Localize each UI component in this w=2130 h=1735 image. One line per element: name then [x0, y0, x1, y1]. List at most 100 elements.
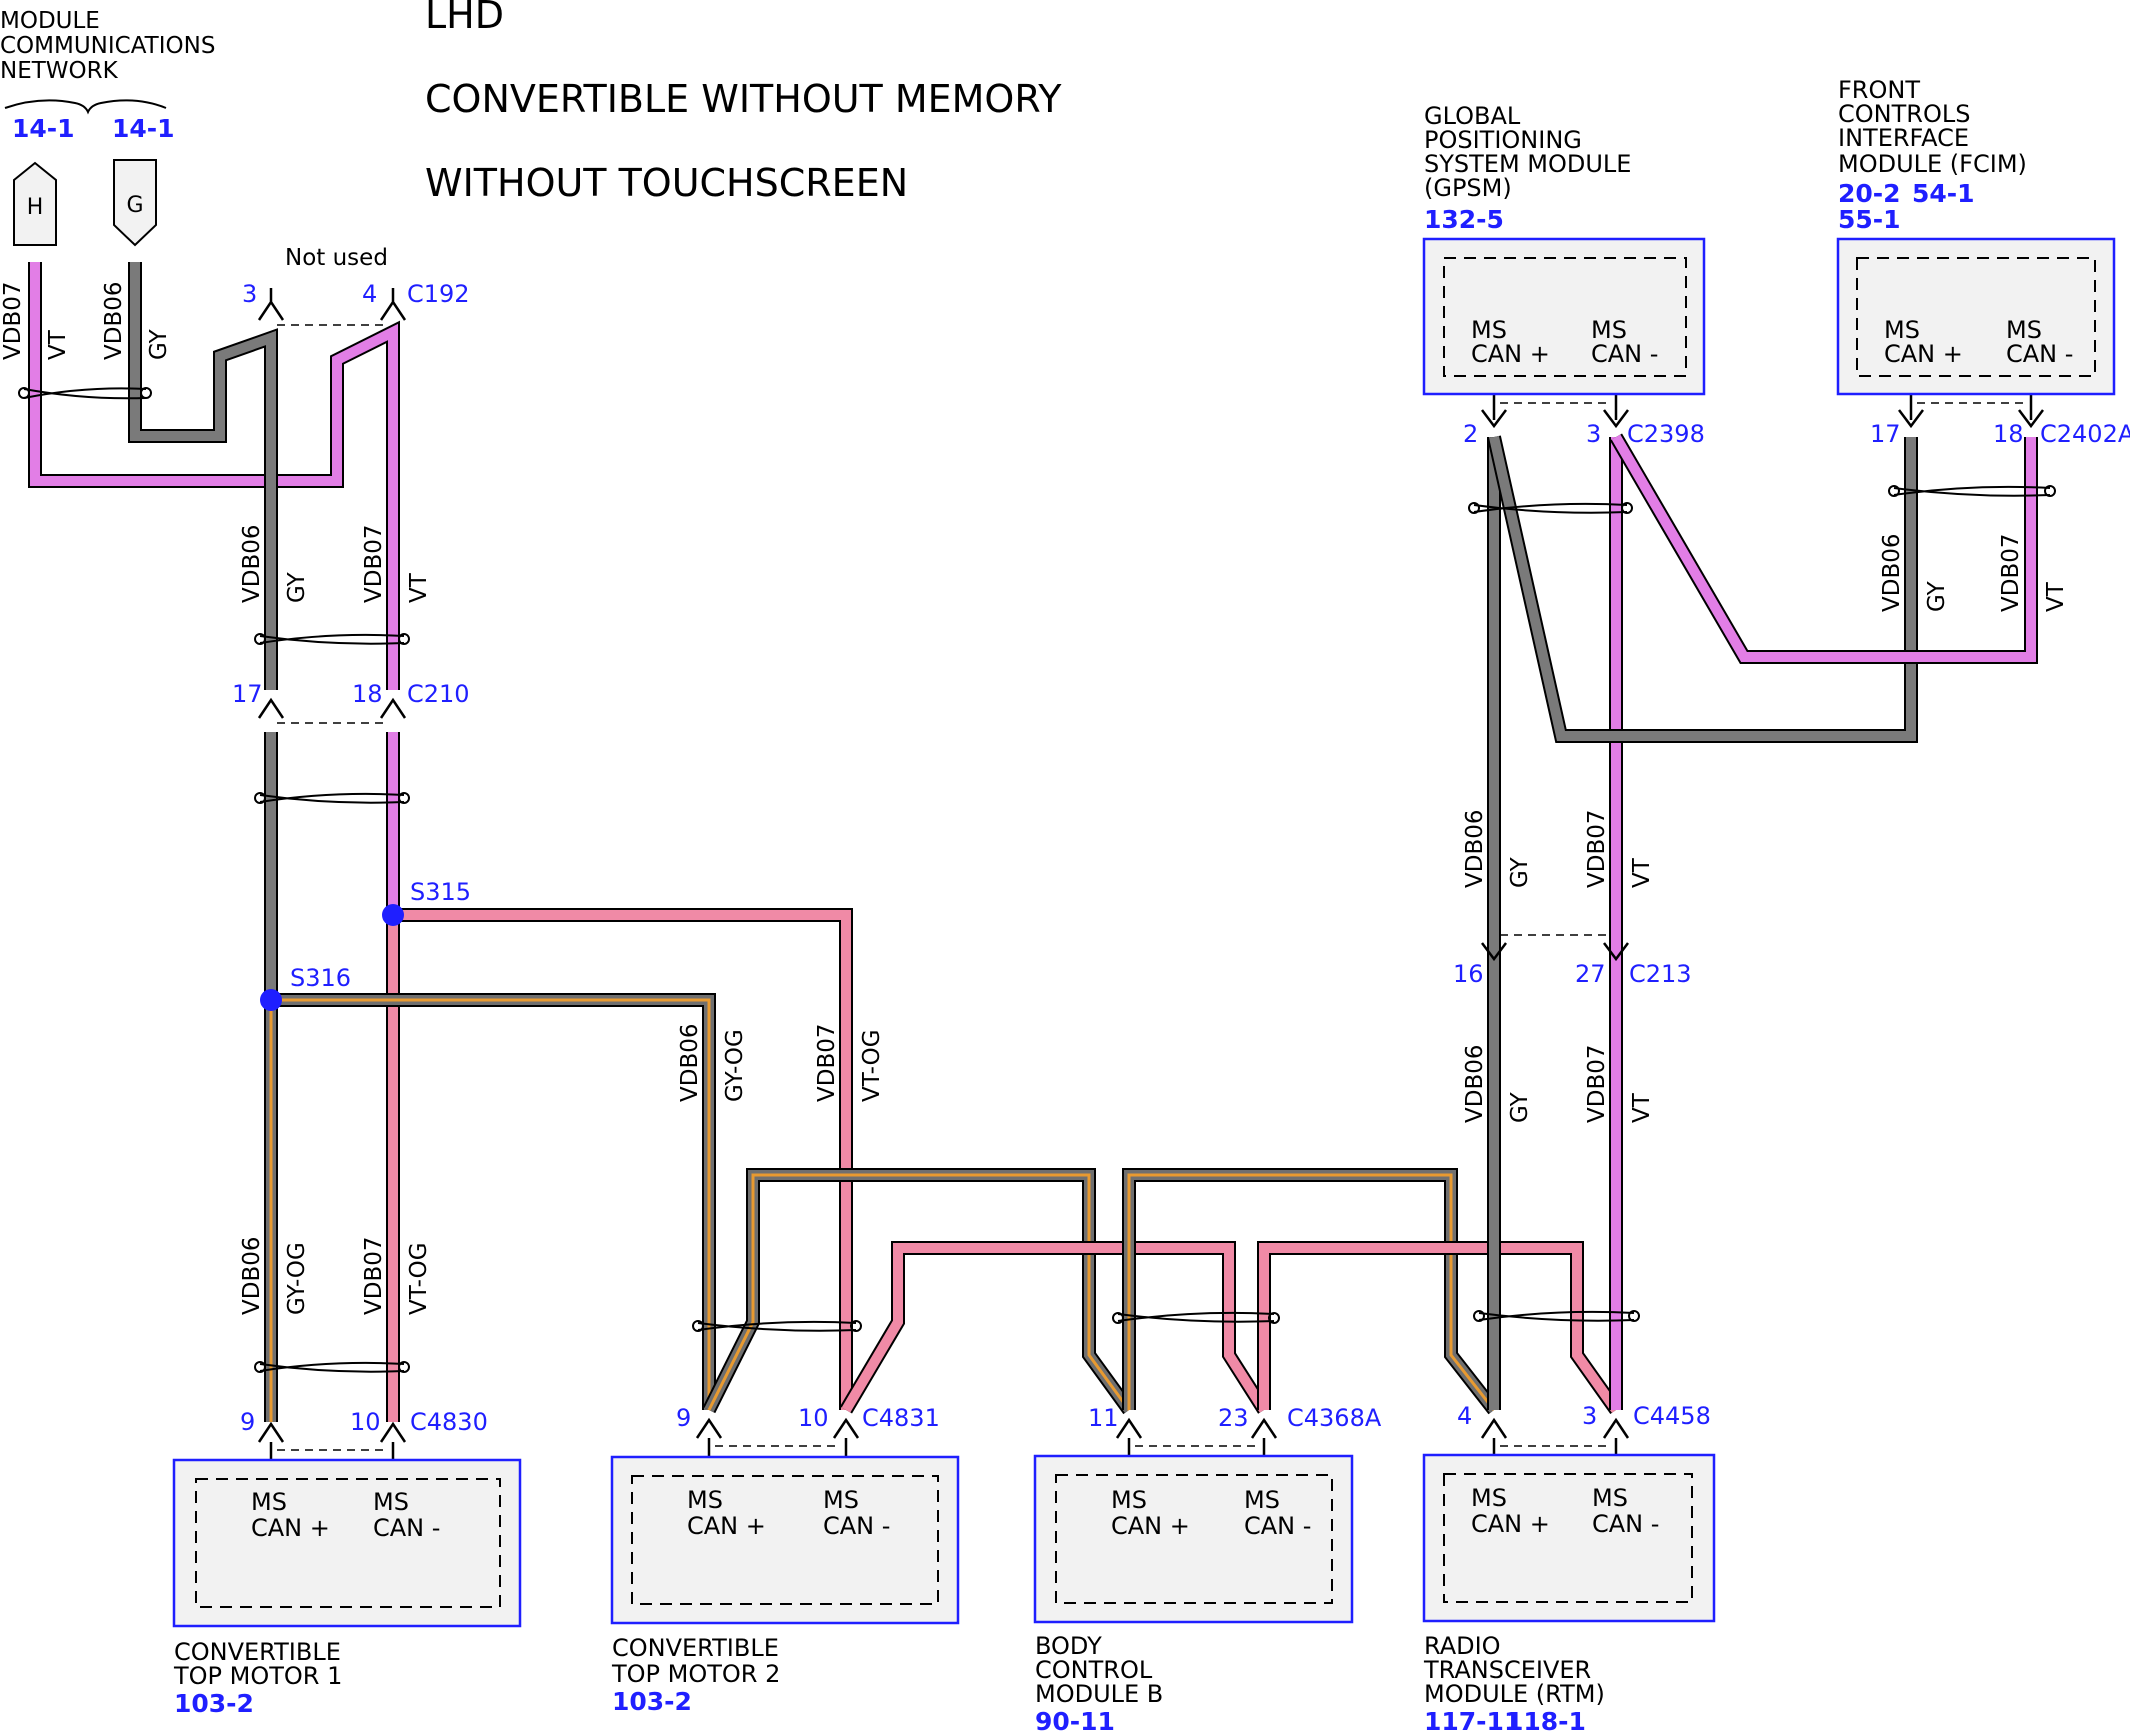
wire-label: VT: [1629, 1092, 1655, 1123]
pin-label: MS: [1471, 1484, 1507, 1512]
network-title-line3: NETWORK: [0, 58, 119, 84]
wire-label: VDB07: [1998, 534, 2024, 613]
ctm2-title: TOP MOTOR 2: [611, 1660, 780, 1688]
rtm-title: TRANSCEIVER: [1423, 1656, 1591, 1684]
c4831-pin-a: 9: [676, 1404, 691, 1432]
wire-label: VT: [45, 329, 71, 360]
wire-vdb06-s316-c4831: [271, 993, 716, 1410]
bcmb-title: CONTROL: [1035, 1656, 1153, 1684]
c4368a-name[interactable]: C4368A: [1287, 1404, 1382, 1432]
pin-label: CAN +: [687, 1512, 766, 1540]
terminal-h-label: H: [27, 195, 44, 220]
fcim-title: CONTROLS: [1838, 100, 1970, 128]
module-convertible-top-motor-2: [610, 1455, 960, 1625]
network-ref-1[interactable]: 14-1: [12, 114, 75, 143]
module-fcim: [1836, 237, 2116, 396]
wire-label: GY: [1924, 580, 1950, 612]
fcim-ref[interactable]: 55-1: [1838, 205, 1901, 234]
pin-label: CAN -: [823, 1512, 890, 1540]
c2398-name[interactable]: C2398: [1627, 420, 1705, 448]
ctm2-ref[interactable]: 103-2: [612, 1687, 692, 1716]
fcim-ref[interactable]: 20-2: [1838, 179, 1901, 208]
network-title-line2: COMMUNICATIONS: [0, 33, 215, 59]
wire-vdb07-c4831-bcm: [839, 1241, 1270, 1414]
title-line3: WITHOUT TOUCHSCREEN: [425, 161, 908, 205]
wire-label: VT: [1629, 857, 1655, 888]
c4368a-pin-a: 11: [1088, 1404, 1119, 1432]
gpsm-title: SYSTEM MODULE: [1424, 150, 1631, 178]
pin-label: CAN -: [1591, 340, 1658, 368]
c4831-name[interactable]: C4831: [862, 1404, 940, 1432]
c4458-name[interactable]: C4458: [1633, 1402, 1711, 1430]
c192-pin-b: 4: [362, 280, 377, 308]
wire-vdb07-s315-c4831: [393, 908, 853, 1410]
wire-label: GY-OG: [722, 1029, 748, 1102]
title-line1: LHD: [425, 0, 504, 37]
pin-label: MS: [1111, 1486, 1147, 1514]
ctm1-title: CONVERTIBLE: [174, 1638, 341, 1666]
c192-pin-a: 3: [242, 280, 257, 308]
wire-label: VT: [406, 572, 432, 603]
wire-label: VDB07: [0, 282, 26, 361]
network-brace: [4, 99, 167, 115]
c213-pin-b: 27: [1575, 960, 1606, 988]
pin-label: MS: [1591, 316, 1627, 344]
wire-label: VDB06: [101, 282, 127, 361]
wire-label: VDB07: [1584, 1045, 1610, 1124]
terminal-g-label: G: [126, 193, 143, 218]
s316-label[interactable]: S316: [290, 964, 351, 992]
c2402a-pin-b: 18: [1993, 420, 2024, 448]
c2402a-name[interactable]: C2402A: [2040, 420, 2130, 448]
wire-label: GY-OG: [284, 1242, 310, 1315]
pin-label: MS: [1592, 1484, 1628, 1512]
wire-label: GY: [284, 571, 310, 603]
wire-label: VDB07: [1584, 810, 1610, 889]
fcim-title: FRONT: [1838, 76, 1920, 104]
pin-label: MS: [687, 1486, 723, 1514]
twisted-pair-marks: [18, 387, 2056, 1373]
c213-name[interactable]: C213: [1629, 960, 1692, 988]
wire-label: VDB06: [1462, 810, 1488, 889]
rtm-ref[interactable]: 118-1: [1506, 1707, 1586, 1735]
terminal-h: H: [13, 161, 57, 246]
bcmb-ref[interactable]: 90-11: [1035, 1707, 1115, 1735]
c213-pin-a: 16: [1453, 960, 1484, 988]
c4830-pin-b: 10: [350, 1408, 381, 1436]
pin-label: MS: [1244, 1486, 1280, 1514]
wire-label: GY: [1507, 1091, 1533, 1123]
gpsm-title: POSITIONING: [1424, 126, 1582, 154]
gpsm-title: (GPSM): [1424, 174, 1512, 202]
c210-name[interactable]: C210: [407, 680, 470, 708]
c4830-name[interactable]: C4830: [410, 1408, 488, 1436]
c4831-pin-b: 10: [798, 1404, 829, 1432]
wire-vdb07-bcm-rtm: [1257, 1241, 1622, 1415]
wire-label: VDB06: [1879, 534, 1905, 613]
pin-label: CAN -: [1244, 1512, 1311, 1540]
c4458-pin-b: 3: [1582, 1402, 1597, 1430]
bcmb-title: MODULE B: [1035, 1680, 1163, 1708]
network-ref-2[interactable]: 14-1: [112, 114, 175, 143]
wire-label: VT: [2043, 581, 2069, 612]
rtm-title: MODULE (RTM): [1424, 1680, 1605, 1708]
s315-label[interactable]: S315: [410, 878, 471, 906]
rtm-ref[interactable]: 117-11: [1424, 1707, 1521, 1735]
module-body-control-module-b: [1033, 1454, 1354, 1624]
c192-name[interactable]: C192: [407, 280, 470, 308]
ctm1-ref[interactable]: 103-2: [174, 1689, 254, 1718]
wire-vdb06-bcm-rtm: [1122, 1168, 1500, 1415]
pin-label: CAN +: [1471, 340, 1550, 368]
bcmb-title: BODY: [1035, 1632, 1102, 1660]
terminal-g: G: [113, 159, 157, 247]
wire-label: VDB07: [361, 525, 387, 604]
wire-label: VDB07: [814, 1024, 840, 1103]
module-gpsm: [1422, 237, 1706, 396]
connector-labels: 3 4 C192 17 18 C210 S315 S316 9 10 C4830…: [232, 280, 2130, 1436]
wire-label: VDB06: [239, 525, 265, 604]
wire-label: GY: [1507, 856, 1533, 888]
pin-label: CAN +: [251, 1514, 330, 1542]
wire-label: VDB06: [677, 1024, 703, 1103]
pin-label: MS: [373, 1488, 409, 1516]
fcim-ref[interactable]: 54-1: [1912, 179, 1975, 208]
gpsm-ref[interactable]: 132-5: [1424, 205, 1504, 234]
